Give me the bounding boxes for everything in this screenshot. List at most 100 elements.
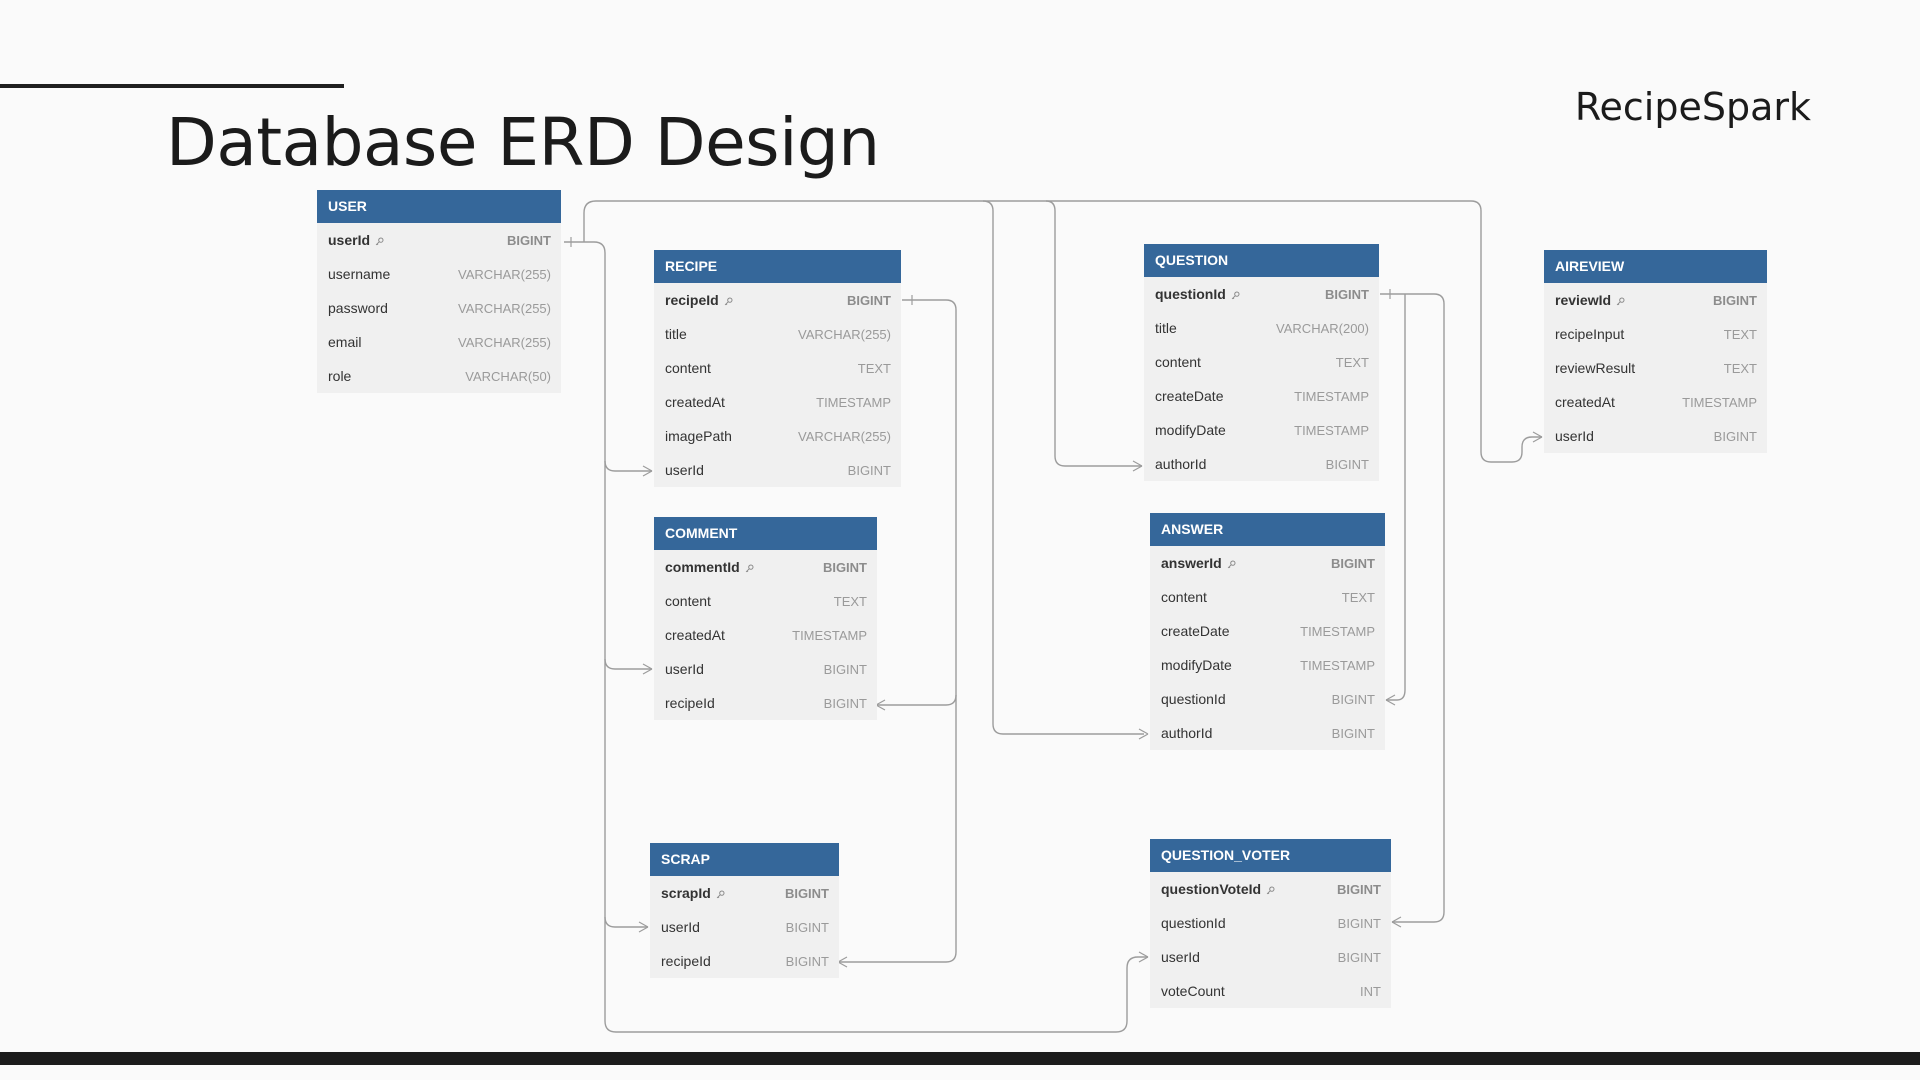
field-name: recipeInput bbox=[1555, 326, 1624, 342]
field-type: TIMESTAMP bbox=[1294, 388, 1369, 404]
field-name: createDate bbox=[1155, 388, 1223, 404]
table-header: RECIPE bbox=[654, 250, 901, 283]
field-name-text: questionId bbox=[1161, 915, 1226, 931]
many-scrap-userid bbox=[638, 921, 649, 933]
field-name-text: role bbox=[328, 368, 352, 384]
field-row: userId BIGINT bbox=[1544, 419, 1767, 453]
field-row: userId BIGINT bbox=[654, 453, 901, 487]
field-type: VARCHAR(255) bbox=[458, 300, 551, 316]
field-type: TIMESTAMP bbox=[1300, 623, 1375, 639]
field-name-text: userId bbox=[1555, 428, 1594, 444]
field-row: questionId BIGINT bbox=[1150, 906, 1391, 940]
field-name: content bbox=[1161, 589, 1207, 605]
field-name-text: userId bbox=[665, 661, 704, 677]
field-name-text: questionId bbox=[1155, 286, 1226, 302]
field-type: VARCHAR(255) bbox=[458, 334, 551, 350]
field-type: BIGINT bbox=[847, 462, 891, 478]
field-type: BIGINT bbox=[1713, 428, 1757, 444]
brand-name: RecipeSpark bbox=[1574, 85, 1811, 129]
field-name-text: userId bbox=[665, 462, 704, 478]
table-header: AIREVIEW bbox=[1544, 250, 1767, 283]
field-name-text: voteCount bbox=[1161, 983, 1225, 999]
field-name: recipeId bbox=[661, 953, 711, 969]
field-type: TEXT bbox=[1723, 326, 1757, 342]
field-name-text: modifyDate bbox=[1161, 657, 1232, 673]
field-name-text: questionVoteId bbox=[1161, 881, 1262, 897]
rel-question-hub bbox=[1380, 293, 1445, 923]
field-name: username bbox=[328, 266, 390, 282]
field-name: imagePath bbox=[665, 428, 732, 444]
field-name-text: userId bbox=[661, 919, 700, 935]
field-name: content bbox=[1155, 354, 1201, 370]
field-type: BIGINT bbox=[1324, 286, 1369, 302]
field-name-text: scrapId bbox=[661, 885, 711, 901]
field-type: BIGINT bbox=[823, 661, 867, 677]
many-answer-questionid bbox=[1385, 694, 1396, 706]
field-type: BIGINT bbox=[1336, 881, 1381, 897]
field-type: BIGINT bbox=[822, 559, 867, 575]
key-icon bbox=[724, 293, 733, 306]
field-type: BIGINT bbox=[1337, 915, 1381, 931]
field-name: createdAt bbox=[665, 627, 725, 643]
top-rule bbox=[0, 84, 344, 88]
field-type: BIGINT bbox=[1712, 292, 1757, 308]
field-name: password bbox=[328, 300, 388, 316]
field-name: userId bbox=[328, 232, 384, 248]
many-recipe-userid bbox=[642, 465, 653, 477]
field-row: password VARCHAR(255) bbox=[317, 291, 561, 325]
field-name: modifyDate bbox=[1155, 422, 1226, 438]
field-name: reviewId bbox=[1555, 292, 1625, 308]
field-name-text: content bbox=[1155, 354, 1201, 370]
field-name-text: content bbox=[1161, 589, 1207, 605]
field-name: createDate bbox=[1161, 623, 1229, 639]
field-type: BIGINT bbox=[1331, 691, 1375, 707]
field-type: TEXT bbox=[833, 593, 867, 609]
field-name: authorId bbox=[1155, 456, 1206, 472]
field-name: reviewResult bbox=[1555, 360, 1635, 376]
field-name-text: createdAt bbox=[665, 627, 725, 643]
field-name-text: reviewId bbox=[1555, 292, 1612, 308]
field-type: BIGINT bbox=[785, 919, 829, 935]
field-name: scrapId bbox=[661, 885, 725, 901]
field-row: userId BIGINT bbox=[654, 652, 877, 686]
field-name-text: createDate bbox=[1161, 623, 1230, 639]
field-type: VARCHAR(255) bbox=[458, 266, 551, 282]
field-name: userId bbox=[665, 661, 704, 677]
field-type: TIMESTAMP bbox=[792, 627, 867, 643]
rel-user-comment bbox=[604, 658, 652, 670]
field-type: TIMESTAMP bbox=[1682, 394, 1757, 410]
many-question-authorid bbox=[1132, 460, 1143, 472]
key-icon bbox=[745, 560, 754, 573]
field-name-text: createdAt bbox=[665, 394, 725, 410]
primary-key-row: questionId BIGINT bbox=[1144, 277, 1379, 311]
field-name: createdAt bbox=[1555, 394, 1615, 410]
many-aireview-userid bbox=[1532, 431, 1543, 443]
field-row: recipeInput TEXT bbox=[1544, 317, 1767, 351]
field-name: recipeId bbox=[665, 292, 733, 308]
rel-user-recipe bbox=[604, 460, 652, 472]
field-name: userId bbox=[665, 462, 704, 478]
field-name-text: title bbox=[1155, 320, 1177, 336]
field-name-text: recipeId bbox=[665, 292, 719, 308]
